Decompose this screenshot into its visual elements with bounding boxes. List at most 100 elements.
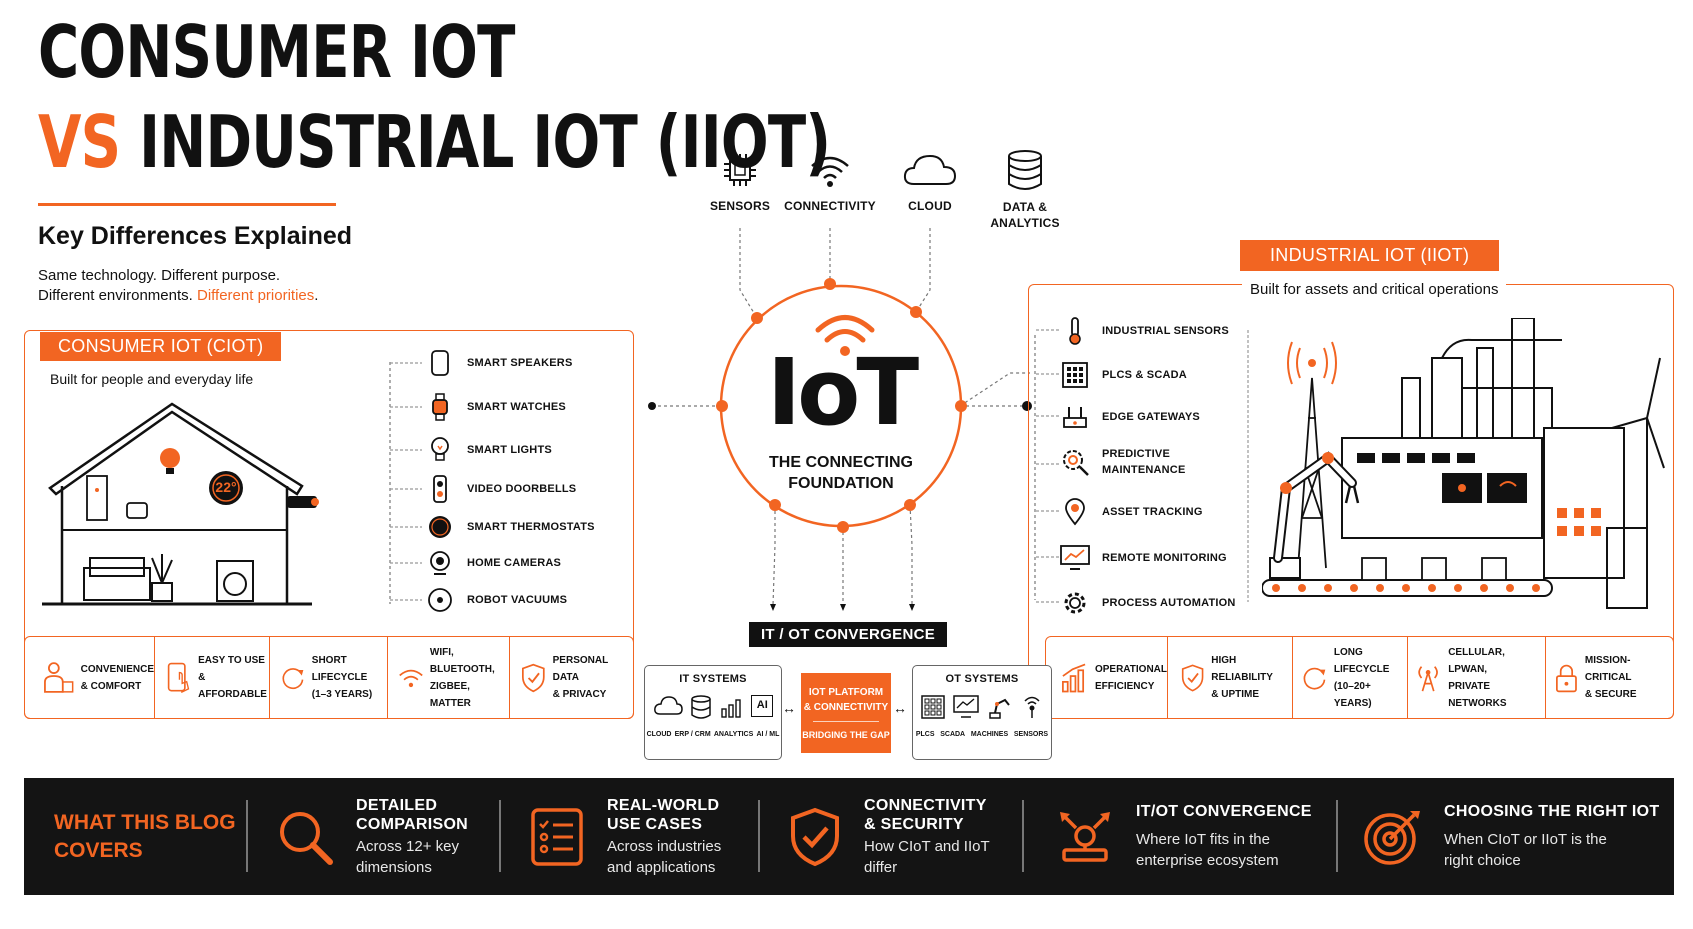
- speaker-icon: [431, 350, 449, 376]
- consumer-caption: Built for people and everyday life: [50, 371, 254, 387]
- feature-easy: EASY TO USE& AFFORDABLE: [155, 637, 270, 718]
- cloud-icon: [653, 696, 683, 715]
- ai-icon: AI: [751, 695, 774, 717]
- watch-icon: [432, 393, 448, 421]
- monitor-chart-icon: [953, 695, 979, 718]
- thermometer-icon: [1069, 317, 1081, 345]
- house-illustration: [42, 402, 319, 606]
- ot-arrow: ↔: [893, 700, 907, 716]
- feature-networks: CELLULAR, LPWAN,PRIVATE NETWORKS: [1408, 637, 1546, 718]
- feature-reliability: HIGH RELIABILITY& UPTIME: [1168, 637, 1293, 718]
- consumer-pill: CONSUMER IOT (CIOT): [40, 332, 282, 361]
- list-item: INDUSTRIAL SENSORS: [1060, 316, 1229, 346]
- feature-connectivity: WIFI, BLUETOOTH,ZIGBEE, MATTER: [388, 637, 510, 718]
- phone-touch-icon: [167, 662, 190, 693]
- it-arrow: ↔: [782, 700, 796, 716]
- consumer-features: CONVENIENCE& COMFORT EASY TO USE& AFFORD…: [24, 636, 634, 719]
- doorbell-icon: [433, 475, 447, 503]
- iot-wifi-icon: [815, 315, 875, 343]
- top-icon-connectivity: CONNECTIVITY: [775, 150, 885, 213]
- list-item: VIDEO DOORBELLS: [425, 474, 576, 504]
- tagline-line2: Different environments. Different priori…: [38, 287, 319, 304]
- wifi-icon: [399, 669, 423, 687]
- sensor-icon: [1024, 696, 1040, 718]
- database-icon: [1008, 150, 1042, 190]
- feature-long-lifecycle: LONG LIFECYCLE(10–20+ YEARS): [1293, 637, 1408, 718]
- data-analytics-label: DATA &ANALYTICS: [990, 200, 1060, 230]
- chip-icon: [724, 154, 756, 186]
- list-item: ROBOT VACUUMS: [425, 585, 567, 615]
- ot-systems-title: OT SYSTEMS: [945, 673, 1019, 685]
- gateway-icon: [1063, 407, 1087, 428]
- list-item: REMOTE MONITORING: [1060, 543, 1227, 573]
- list-item: SMART WATCHES: [425, 392, 566, 422]
- tagline-line1: Same technology. Different purpose.: [38, 267, 281, 284]
- monitor-chart-icon: [1060, 545, 1090, 570]
- thermostat-icon: [429, 516, 451, 538]
- list-item: PLCS & SCADA: [1060, 360, 1187, 390]
- vs-label: VS: [38, 100, 121, 184]
- person-icon: [44, 661, 74, 693]
- camera-icon: [430, 551, 450, 575]
- refresh-icon: [1303, 667, 1326, 690]
- industrial-pill: INDUSTRIAL IOT (IIOT): [1240, 240, 1500, 271]
- location-pin-icon: [1065, 498, 1085, 526]
- iot-big-label: IoT: [766, 339, 919, 446]
- connectivity-label: CONNECTIVITY: [784, 199, 876, 213]
- convergence-label: IT / OT CONVERGENCE: [749, 622, 947, 647]
- list-item: EDGE GATEWAYS: [1060, 402, 1200, 432]
- list-item: ASSET TRACKING: [1060, 497, 1203, 527]
- list-item: HOME CAMERAS: [425, 548, 561, 578]
- factory-illustration: [1262, 318, 1665, 609]
- robot-arm-icon: [989, 698, 1010, 719]
- sensors-label: SENSORS: [709, 199, 771, 213]
- page-title-line2: VS INDUSTRIAL IOT (IIOT): [38, 100, 831, 184]
- target-icon: [1364, 810, 1420, 865]
- feature-lifecycle: SHORT LIFECYCLE(1–3 YEARS): [270, 637, 388, 718]
- industrial-title: INDUSTRIAL IOT (IIOT): [139, 100, 831, 184]
- list-item: SMART SPEAKERS: [425, 348, 572, 378]
- subtitle: Key Differences Explained: [38, 222, 353, 250]
- list-item: PROCESS AUTOMATION: [1060, 588, 1236, 618]
- industrial-list-right-bracket: [1247, 330, 1249, 602]
- bar-chart-icon: [1062, 663, 1086, 692]
- feature-convenience: CONVENIENCE& COMFORT: [25, 637, 155, 718]
- wifi-icon: [811, 156, 849, 187]
- tagline: Same technology. Different purpose. Diff…: [38, 266, 318, 306]
- magnifier-icon: [280, 811, 333, 865]
- cloud-label: CLOUD: [908, 199, 952, 213]
- shield-check-icon: [521, 663, 545, 692]
- plc-grid-icon: [1062, 362, 1088, 388]
- list-item: SMART LIGHTS: [425, 435, 552, 465]
- gear-icon: [1064, 592, 1086, 614]
- top-icon-sensors: SENSORS: [700, 150, 780, 213]
- database-icon: [691, 695, 711, 719]
- network-hub-icon: [1060, 811, 1110, 862]
- page-title-line1: CONSUMER IOT: [38, 10, 515, 94]
- iot-platform-box: IOT PLATFORM & CONNECTIVITY BRIDGING THE…: [801, 673, 891, 753]
- gear-search-icon: [1063, 450, 1089, 476]
- top-icon-data: DATA &ANALYTICS: [985, 148, 1065, 231]
- antenna-icon: [1418, 665, 1438, 691]
- lock-icon: [1556, 664, 1577, 692]
- title-underline: [38, 203, 336, 206]
- feature-mission-critical: MISSION-CRITICAL& SECURE: [1546, 637, 1673, 718]
- it-systems-title: IT SYSTEMS: [679, 673, 747, 685]
- industrial-list-ticks: [1036, 329, 1060, 603]
- robot-vacuum-icon: [428, 588, 452, 612]
- checklist-icon: [531, 807, 583, 866]
- list-item: SMART THERMOSTATS: [425, 512, 595, 542]
